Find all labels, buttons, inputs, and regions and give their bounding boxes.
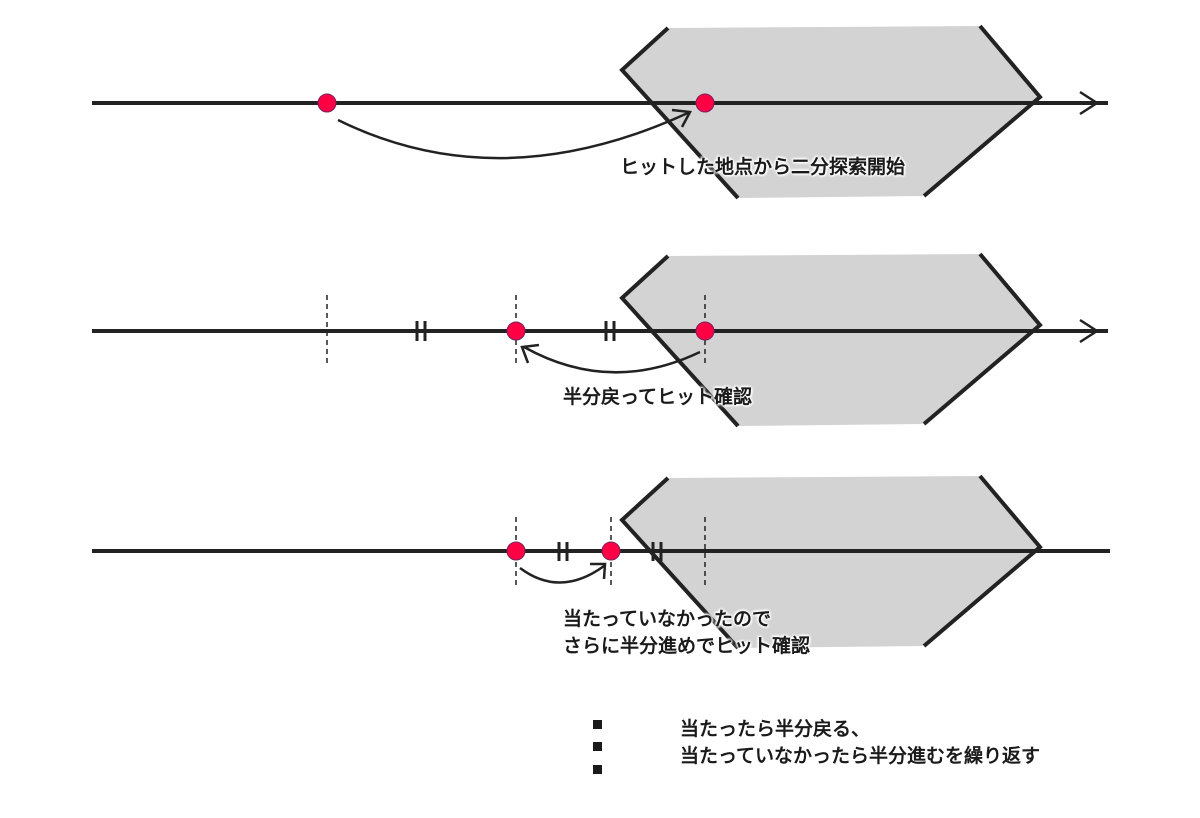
equal-marks <box>557 542 663 561</box>
forward-arrow <box>519 564 605 584</box>
step-3-caption-line-2: さらに半分進めでヒット確認 <box>563 635 811 657</box>
step-2 <box>92 252 1108 428</box>
arrowhead-icon <box>590 562 607 580</box>
hit-point <box>695 93 715 113</box>
summary-line-1: 当たったら半分戻る、 <box>680 718 871 740</box>
guide-lines <box>326 295 706 363</box>
axis-arrow-icon <box>1079 90 1100 116</box>
ellipsis-dot <box>593 742 602 751</box>
arrowhead-icon <box>520 343 540 364</box>
equal-marks <box>415 321 616 341</box>
guide-lines <box>515 517 706 585</box>
arrowhead-icon <box>671 108 692 128</box>
step-1-caption: ヒットした地点から二分探索開始 <box>620 156 906 178</box>
hit-point <box>695 321 715 341</box>
step-3 <box>92 474 1110 650</box>
axis-arrow-icon <box>1079 318 1100 344</box>
ellipsis-dot <box>593 765 602 774</box>
summary-line-2: 当たっていなかったら半分進むを繰り返す <box>680 745 1041 767</box>
step-3-caption-line-1: 当たっていなかったので <box>563 608 772 630</box>
ellipsis-dot <box>593 720 602 729</box>
back-arrow <box>523 345 701 374</box>
probe-point <box>601 541 621 561</box>
start-point <box>317 93 337 113</box>
jump-arrow <box>337 110 691 160</box>
step-2-caption: 半分戻ってヒット確認 <box>563 386 753 408</box>
step-1 <box>92 24 1108 200</box>
probe-point <box>506 321 526 341</box>
previous-point <box>506 541 526 561</box>
